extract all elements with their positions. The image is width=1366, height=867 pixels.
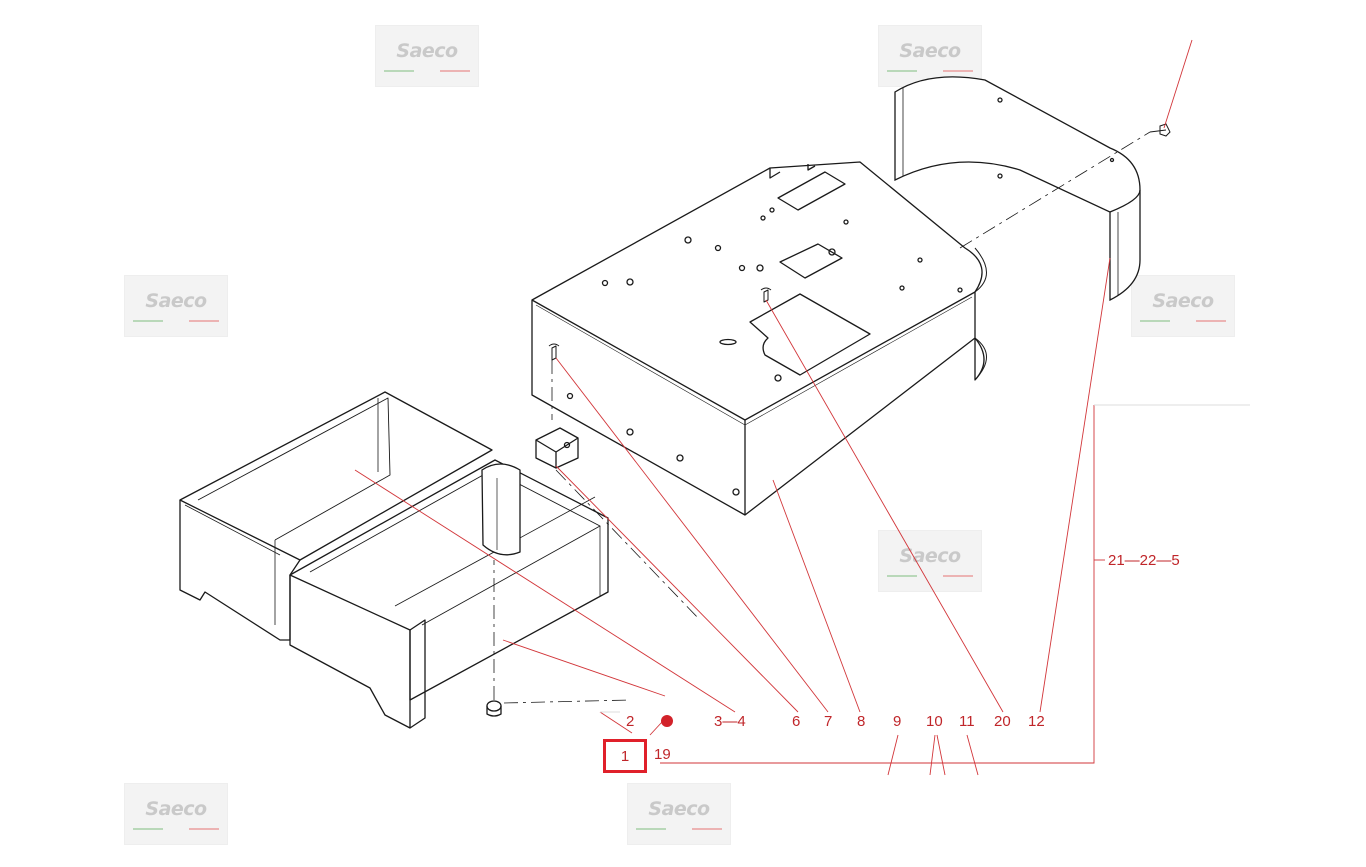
watermark-green-line [887,70,917,72]
saeco-watermark: Saeco [627,783,731,845]
assembly-axis-lines [493,131,1151,704]
callout-19[interactable]: 19 [654,746,671,763]
watermark-red-line [189,320,219,322]
callout-12[interactable]: 12 [1028,713,1045,730]
watermark-red-line [440,70,470,72]
callout-8[interactable]: 8 [857,713,866,730]
saeco-watermark-text: Saeco [899,40,961,62]
watermark-red-line [189,828,219,830]
watermark-red-line [943,575,973,577]
marker-dot-19 [661,715,673,727]
callout-6[interactable]: 6 [792,713,801,730]
watermark-green-line [636,828,666,830]
saeco-watermark-text: Saeco [145,798,207,820]
watermark-green-line [133,320,163,322]
watermark-green-line [384,70,414,72]
callout-2[interactable]: 2 [626,713,635,730]
saeco-watermark-text: Saeco [145,290,207,312]
saeco-watermark-text: Saeco [648,798,710,820]
callout-9[interactable]: 9 [893,713,902,730]
watermark-green-line [1140,320,1170,322]
saeco-watermark: Saeco [375,25,479,87]
saeco-watermark: Saeco [878,25,982,87]
base-housing [531,161,987,516]
callout-11[interactable]: 11 [959,713,975,730]
watermark-red-line [1196,320,1226,322]
saeco-watermark-text: Saeco [1152,290,1214,312]
saeco-watermark-text: Saeco [396,40,458,62]
saeco-watermark-text: Saeco [899,545,961,567]
leader-lines [354,39,1250,776]
callout-7[interactable]: 7 [824,713,833,730]
callout-21-22-5[interactable]: 21—22—5 [1108,552,1180,569]
callout-3-4[interactable]: 3—4 [714,713,746,730]
saeco-watermark: Saeco [878,530,982,592]
saeco-watermark: Saeco [1131,275,1235,337]
saeco-watermark: Saeco [124,783,228,845]
back-bracket [894,76,1171,302]
selected-part-highlight[interactable]: 1 [603,739,647,773]
watermark-green-line [133,828,163,830]
callout-20[interactable]: 20 [994,713,1011,730]
saeco-watermark: Saeco [124,275,228,337]
callout-1[interactable]: 1 [620,748,630,765]
watermark-green-line [887,575,917,577]
watermark-red-line [692,828,722,830]
drawer-assembly [179,391,609,729]
watermark-red-line [943,70,973,72]
callout-10[interactable]: 10 [926,713,943,730]
